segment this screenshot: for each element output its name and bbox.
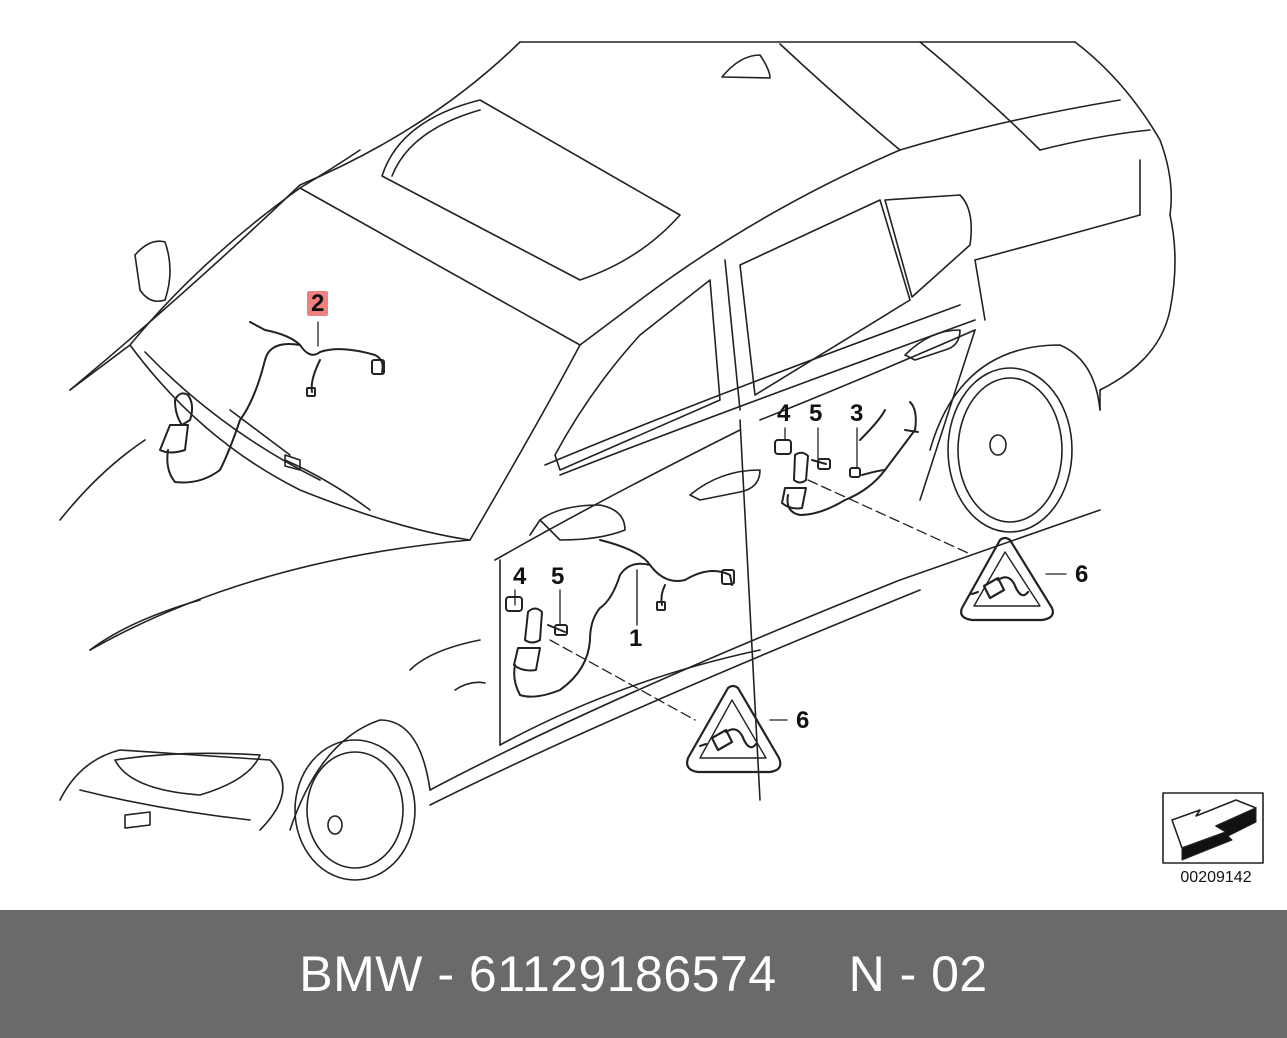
callout-item-3[interactable]: 3 [850,400,864,427]
car-wiring-illustration [59,41,1264,881]
wiring-harness-front-door [505,539,735,698]
callout-item-5-front[interactable]: 5 [551,563,565,590]
footer-part-line: BMW - 61129186574 N - 02 [299,945,988,1003]
wiring-harness-front [159,321,385,484]
callout-item-5-rear[interactable]: 5 [809,400,823,427]
leader-lines [317,321,1067,721]
car-body-outline [59,41,1176,881]
diagram-reference-number: 00209142 [1180,869,1252,886]
callout-item-4-front[interactable]: 4 [513,563,527,590]
footer-position: N - 02 [848,946,988,1002]
part-info-footer: BMW - 61129186574 N - 02 [0,910,1287,1038]
wiring-harness-rear-door [774,401,919,516]
footer-separator: - [437,946,455,1002]
callout-item-1[interactable]: 1 [629,625,643,652]
footer-brand: BMW [299,946,423,1002]
warning-triangle-plug-icon [960,536,1054,622]
callout-item-6-front[interactable]: 6 [796,707,810,734]
warning-triangle-plug-icon [686,684,782,774]
footer-part-number: 61129186574 [468,946,777,1002]
callout-item-4-rear[interactable]: 4 [777,400,791,427]
direction-arrow-icon [1162,792,1264,864]
callout-item-2[interactable]: 2 [307,291,329,316]
callout-item-6-rear[interactable]: 6 [1075,561,1089,588]
parts-diagram: 2 1 3 4 5 4 5 6 6 00209142 [59,41,1264,886]
